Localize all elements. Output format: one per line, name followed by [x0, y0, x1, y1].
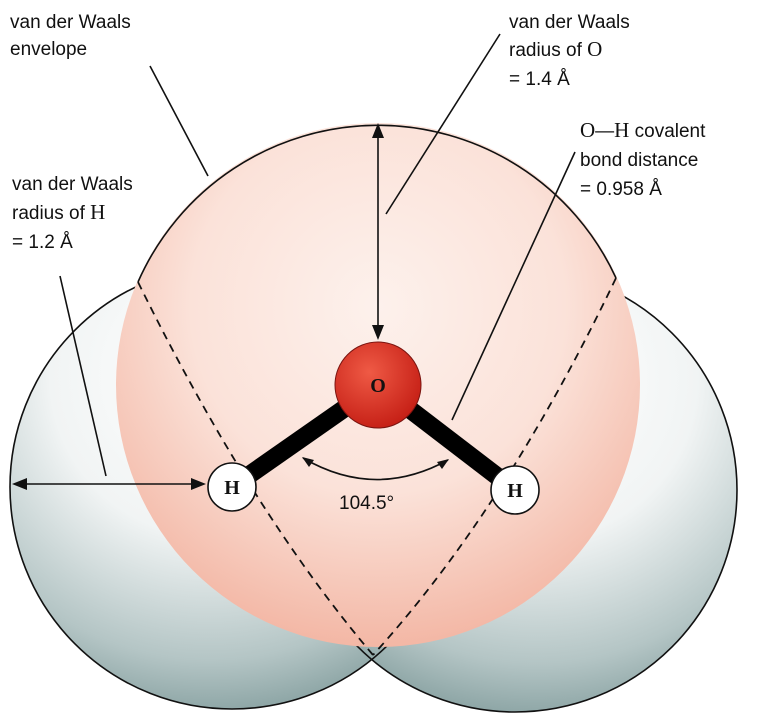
label-vdw-radius-o-line1: van der Waals [509, 12, 630, 33]
label-vdw-radius-o-atom: O [587, 37, 602, 61]
label-oh-bond-covalent: covalent [629, 121, 706, 142]
label-oh-bond-line3: = 0.958 Å [580, 179, 662, 200]
leader-vdw-radius-h [59, 275, 107, 477]
label-vdw-envelope-line2: envelope [10, 39, 87, 60]
leader-oh-bond [451, 151, 576, 421]
label-oh-bond-atom-h: H [614, 118, 629, 142]
hydrogen-radius-arrowhead-left [12, 478, 27, 490]
label-vdw-radius-h-line2: radius of H [12, 200, 105, 224]
label-oh-bond-line2: bond distance [580, 150, 698, 171]
hydrogen-atom-right [490, 465, 540, 515]
oxygen-atom-label: O [370, 375, 386, 397]
oxygen-radius-arrowhead-bottom [372, 325, 384, 340]
label-oh-bond-atom-o: O [580, 118, 595, 142]
leader-vdw-radius-o [385, 33, 501, 215]
label-oh-bond-line1: O—H covalent [580, 118, 706, 142]
label-vdw-radius-o-text: radius of [509, 40, 587, 61]
bond-angle-arrowhead-right [437, 459, 449, 469]
label-oh-bond-dash: — [595, 121, 614, 142]
label-vdw-radius-o-line3: = 1.4 Å [509, 69, 570, 90]
bond-angle-arc [302, 457, 449, 481]
label-vdw-radius-h-line1: van der Waals [12, 174, 133, 195]
oxygen-atom [334, 341, 422, 429]
label-vdw-radius-h-text: radius of [12, 203, 90, 224]
label-vdw-radius-h-atom: H [90, 200, 105, 224]
hydrogen-atom-left-label: H [224, 477, 240, 499]
label-vdw-envelope-line1: van der Waals [10, 12, 131, 33]
label-vdw-radius-h-line3: = 1.2 Å [12, 232, 73, 253]
hydrogen-atom-left [207, 462, 257, 512]
oxygen-radius-arrowhead-top [372, 123, 384, 138]
hydrogen-radius-arrowhead-right [191, 478, 206, 490]
hydrogen-atom-right-label: H [507, 480, 523, 502]
label-bond-angle: 104.5° [339, 493, 394, 514]
bond-angle-arrowhead-left [302, 457, 314, 467]
label-vdw-radius-o-line2: radius of O [509, 37, 602, 61]
oxygen-vdw-outline [137, 124, 617, 283]
leader-vdw-envelope [149, 65, 209, 177]
